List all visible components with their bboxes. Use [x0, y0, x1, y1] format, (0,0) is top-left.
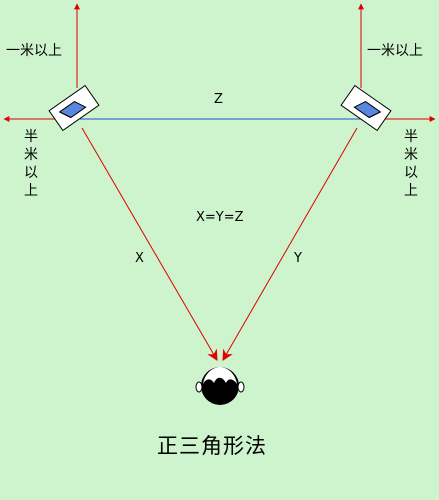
label-y: Y	[294, 251, 302, 266]
listener-head-icon	[195, 367, 245, 405]
label-equation: X=Y=Z	[196, 210, 244, 225]
diagram-title: 正三角形法	[157, 434, 267, 458]
right-speaker-icon	[340, 84, 392, 132]
label-side-left: 半米以上	[24, 129, 38, 199]
x-side-arrow	[81, 127, 218, 361]
y-side-arrow	[222, 127, 358, 361]
label-side-right: 半米以上	[404, 129, 418, 199]
left-speaker-icon	[48, 84, 100, 132]
label-top-right: 一米以上	[367, 43, 423, 59]
label-z: Z	[214, 92, 223, 107]
label-x: X	[135, 251, 144, 266]
label-top-left: 一米以上	[6, 43, 62, 59]
